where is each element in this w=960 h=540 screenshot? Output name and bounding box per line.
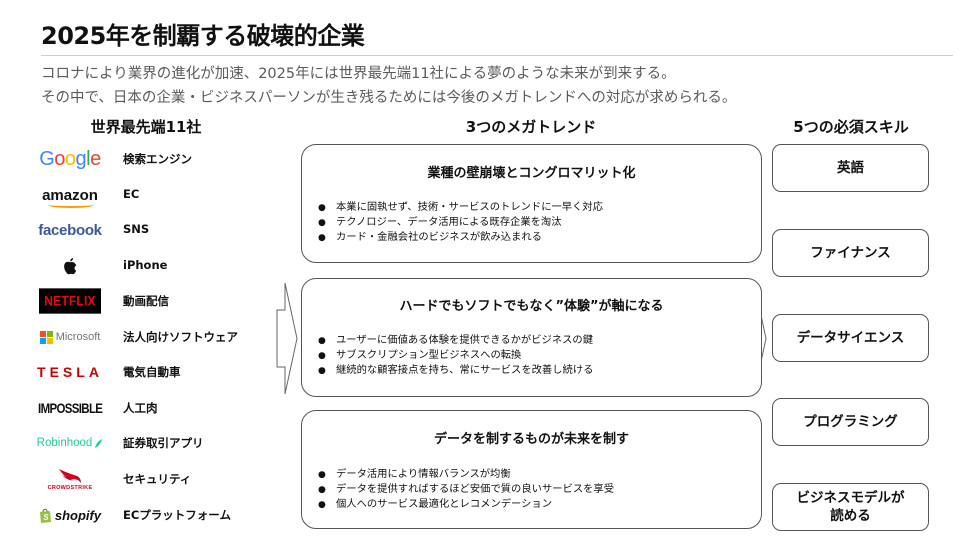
subtitle-line-2: その中で、日本の企業・ビジネスパーソンが生き残るためには今後のメガトレンドへの対… xyxy=(41,90,737,106)
company-label: 証券取引アプリ xyxy=(123,436,204,450)
company-row-tesla: TESLA 電気自動車 xyxy=(36,357,281,387)
amazon-logo-text: amazon xyxy=(42,186,98,204)
company-row-impossible: IMPOSSIBLE 人工肉 xyxy=(36,393,281,423)
skill-label: ファイナンス xyxy=(810,245,891,261)
google-logo-text: Google xyxy=(39,147,101,170)
amazon-logo-icon: amazon xyxy=(36,180,104,210)
facebook-logo-icon: facebook xyxy=(36,215,104,245)
title-divider xyxy=(41,55,953,56)
skill-card-finance: ファイナンス xyxy=(772,229,929,277)
skill-card-business-model: ビジネスモデルが 読める xyxy=(772,483,929,531)
company-label: EC xyxy=(123,187,140,201)
company-label: ECプラットフォーム xyxy=(123,508,231,522)
company-row-google: Google 検索エンジン xyxy=(36,144,281,174)
trend-card-1: 業種の壁崩壊とコングロマリット化 ●本業に固執せず、技術・サービスのトレンドに一… xyxy=(301,144,762,263)
company-row-robinhood: Robinhood 証券取引アプリ xyxy=(36,428,281,458)
feather-icon xyxy=(95,438,103,448)
company-label: 法人向けソフトウェア xyxy=(123,330,238,344)
company-row-facebook: facebook SNS xyxy=(36,215,281,245)
list-item: ●テクノロジー、データ活用による既存企業を淘汰 xyxy=(318,216,562,228)
companies-column-heading: 世界最先端11社 xyxy=(90,118,202,136)
skill-label: 英語 xyxy=(837,160,864,176)
subtitle-line-1: コロナにより業界の進化が加速、2025年には世界最先端11社による夢のような未来… xyxy=(41,66,676,82)
trend-bullet-list: ●ユーザーに価値ある体験を提供できるかがビジネスの鍵 ●サブスクリプション型ビジ… xyxy=(318,333,593,378)
list-item: ●サブスクリプション型ビジネスへの転換 xyxy=(318,349,522,361)
skills-column-heading: 5つの必須スキル xyxy=(793,118,909,136)
list-item: ●個人へのサービス最適化とレコメンデーション xyxy=(318,498,553,510)
impossible-logo-text: IMPOSSIBLE xyxy=(37,400,103,416)
microsoft-logo-icon: Microsoft xyxy=(36,322,104,352)
list-item: ●本業に固執せず、技術・サービスのトレンドに一早く対応 xyxy=(318,201,603,213)
company-label: SNS xyxy=(123,222,150,236)
skill-label: データサイエンス xyxy=(796,330,905,346)
shopify-logo-text: shopify xyxy=(54,507,102,523)
list-item: ●カード・金融会社のビジネスが飲み込まれる xyxy=(318,231,542,243)
company-row-amazon: amazon EC xyxy=(36,180,281,210)
netflix-logo-icon: NETFLIX xyxy=(36,286,104,316)
facebook-logo-text: facebook xyxy=(38,221,102,239)
page-title: 2025年を制覇する破壊的企業 xyxy=(41,22,365,50)
company-label: 人工肉 xyxy=(123,401,158,415)
trend-title: データを制するものが未来を制す xyxy=(433,432,629,447)
impossible-logo-icon: IMPOSSIBLE xyxy=(36,393,104,423)
company-row-netflix: NETFLIX 動画配信 xyxy=(36,286,281,316)
company-row-shopify: S shopify ECプラットフォーム xyxy=(36,500,281,530)
apple-logo-icon xyxy=(36,251,104,281)
trend-bullet-list: ●データ活用により情報バランスが均衡 ●データを提供すればするほど安価で質の良い… xyxy=(318,467,614,512)
trend-card-3: データを制するものが未来を制す ●データ活用により情報バランスが均衡 ●データを… xyxy=(301,410,762,529)
list-item: ●データを提供すればするほど安価で質の良いサービスを享受 xyxy=(318,483,615,495)
skill-card-english: 英語 xyxy=(772,144,929,192)
list-item: ●ユーザーに価値ある体験を提供できるかがビジネスの鍵 xyxy=(318,334,594,346)
company-row-microsoft: Microsoft 法人向けソフトウェア xyxy=(36,322,281,352)
skill-card-data-science: データサイエンス xyxy=(772,314,929,362)
tesla-logo-text: TESLA xyxy=(37,364,103,380)
falcon-icon xyxy=(59,468,81,483)
crowdstrike-logo-icon: CROWDSTRIKE xyxy=(36,464,104,494)
company-label: iPhone xyxy=(123,258,168,272)
company-row-apple: iPhone xyxy=(36,251,281,281)
netflix-logo-text: NETFLIX xyxy=(39,288,101,314)
skill-label: プログラミング xyxy=(803,414,898,430)
trends-column-heading: 3つのメガトレンド xyxy=(465,118,597,136)
svg-text:S: S xyxy=(43,513,49,522)
company-label: セキュリティ xyxy=(123,472,192,486)
skill-card-programming: プログラミング xyxy=(772,398,929,446)
arrow-right-icon xyxy=(276,282,298,395)
trend-title: ハードでもソフトでもなく”体験”が軸になる xyxy=(399,299,664,314)
tesla-logo-icon: TESLA xyxy=(36,357,104,387)
google-logo-icon: Google xyxy=(36,144,104,174)
trend-card-2: ハードでもソフトでもなく”体験”が軸になる ●ユーザーに価値ある体験を提供できる… xyxy=(301,278,762,397)
list-item: ●データ活用により情報バランスが均衡 xyxy=(318,468,511,480)
microsoft-squares-icon xyxy=(39,330,53,344)
skill-label: ビジネスモデルが 読める xyxy=(796,490,905,524)
company-label: 検索エンジン xyxy=(123,152,192,166)
microsoft-logo-text: Microsoft xyxy=(55,331,101,343)
list-item: ●継続的な顧客接点を持ち、常にサービスを改善し続ける xyxy=(318,364,594,376)
robinhood-logo-text: Robinhood xyxy=(36,437,93,449)
crowdstrike-logo-text: CROWDSTRIKE xyxy=(47,484,93,491)
company-label: 動画配信 xyxy=(123,294,169,308)
company-row-crowdstrike: CROWDSTRIKE セキュリティ xyxy=(36,464,281,494)
shopping-bag-icon: S xyxy=(39,508,51,523)
robinhood-logo-icon: Robinhood xyxy=(36,428,104,458)
trend-bullet-list: ●本業に固執せず、技術・サービスのトレンドに一早く対応 ●テクノロジー、データ活… xyxy=(318,200,603,245)
shopify-logo-icon: S shopify xyxy=(36,500,104,530)
trend-title: 業種の壁崩壊とコングロマリット化 xyxy=(427,166,636,181)
company-label: 電気自動車 xyxy=(123,365,181,379)
